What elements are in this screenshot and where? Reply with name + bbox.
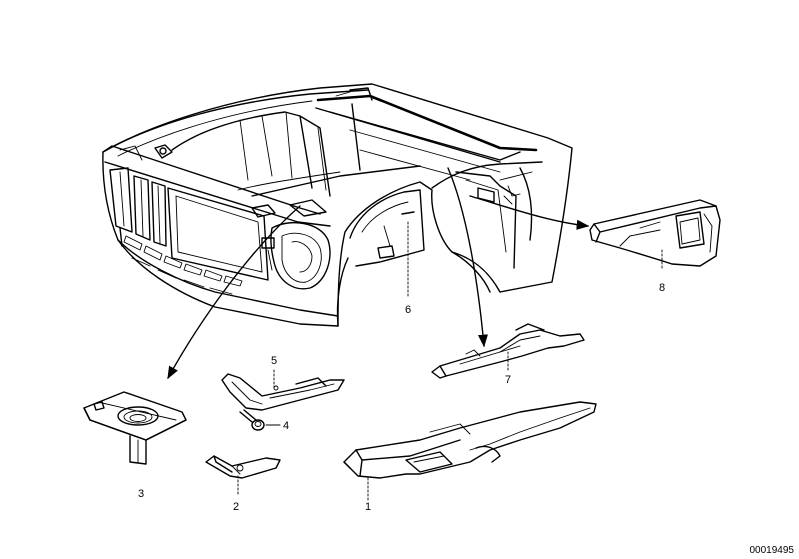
front-body-shell xyxy=(102,83,573,327)
part-8-fender-panel xyxy=(589,199,721,271)
part-2-small-bracket xyxy=(205,455,281,497)
assembly-arrows xyxy=(167,167,590,380)
part-7-crossmember xyxy=(431,323,585,379)
part-1-longitudinal-member xyxy=(343,401,597,501)
callout-8: 8 xyxy=(659,282,665,294)
diagram-part-number: 00019495 xyxy=(750,545,795,556)
callout-4: 4 xyxy=(283,420,289,432)
part-3-plate xyxy=(83,391,187,465)
part-5-bracket xyxy=(221,369,345,411)
callout-3: 3 xyxy=(138,488,144,500)
callout-2: 2 xyxy=(233,501,239,513)
callout-7: 7 xyxy=(505,374,511,386)
part-4-bolt xyxy=(239,409,281,431)
callout-5: 5 xyxy=(271,355,277,367)
callout-6: 6 xyxy=(405,304,411,316)
callout-1: 1 xyxy=(365,501,371,513)
